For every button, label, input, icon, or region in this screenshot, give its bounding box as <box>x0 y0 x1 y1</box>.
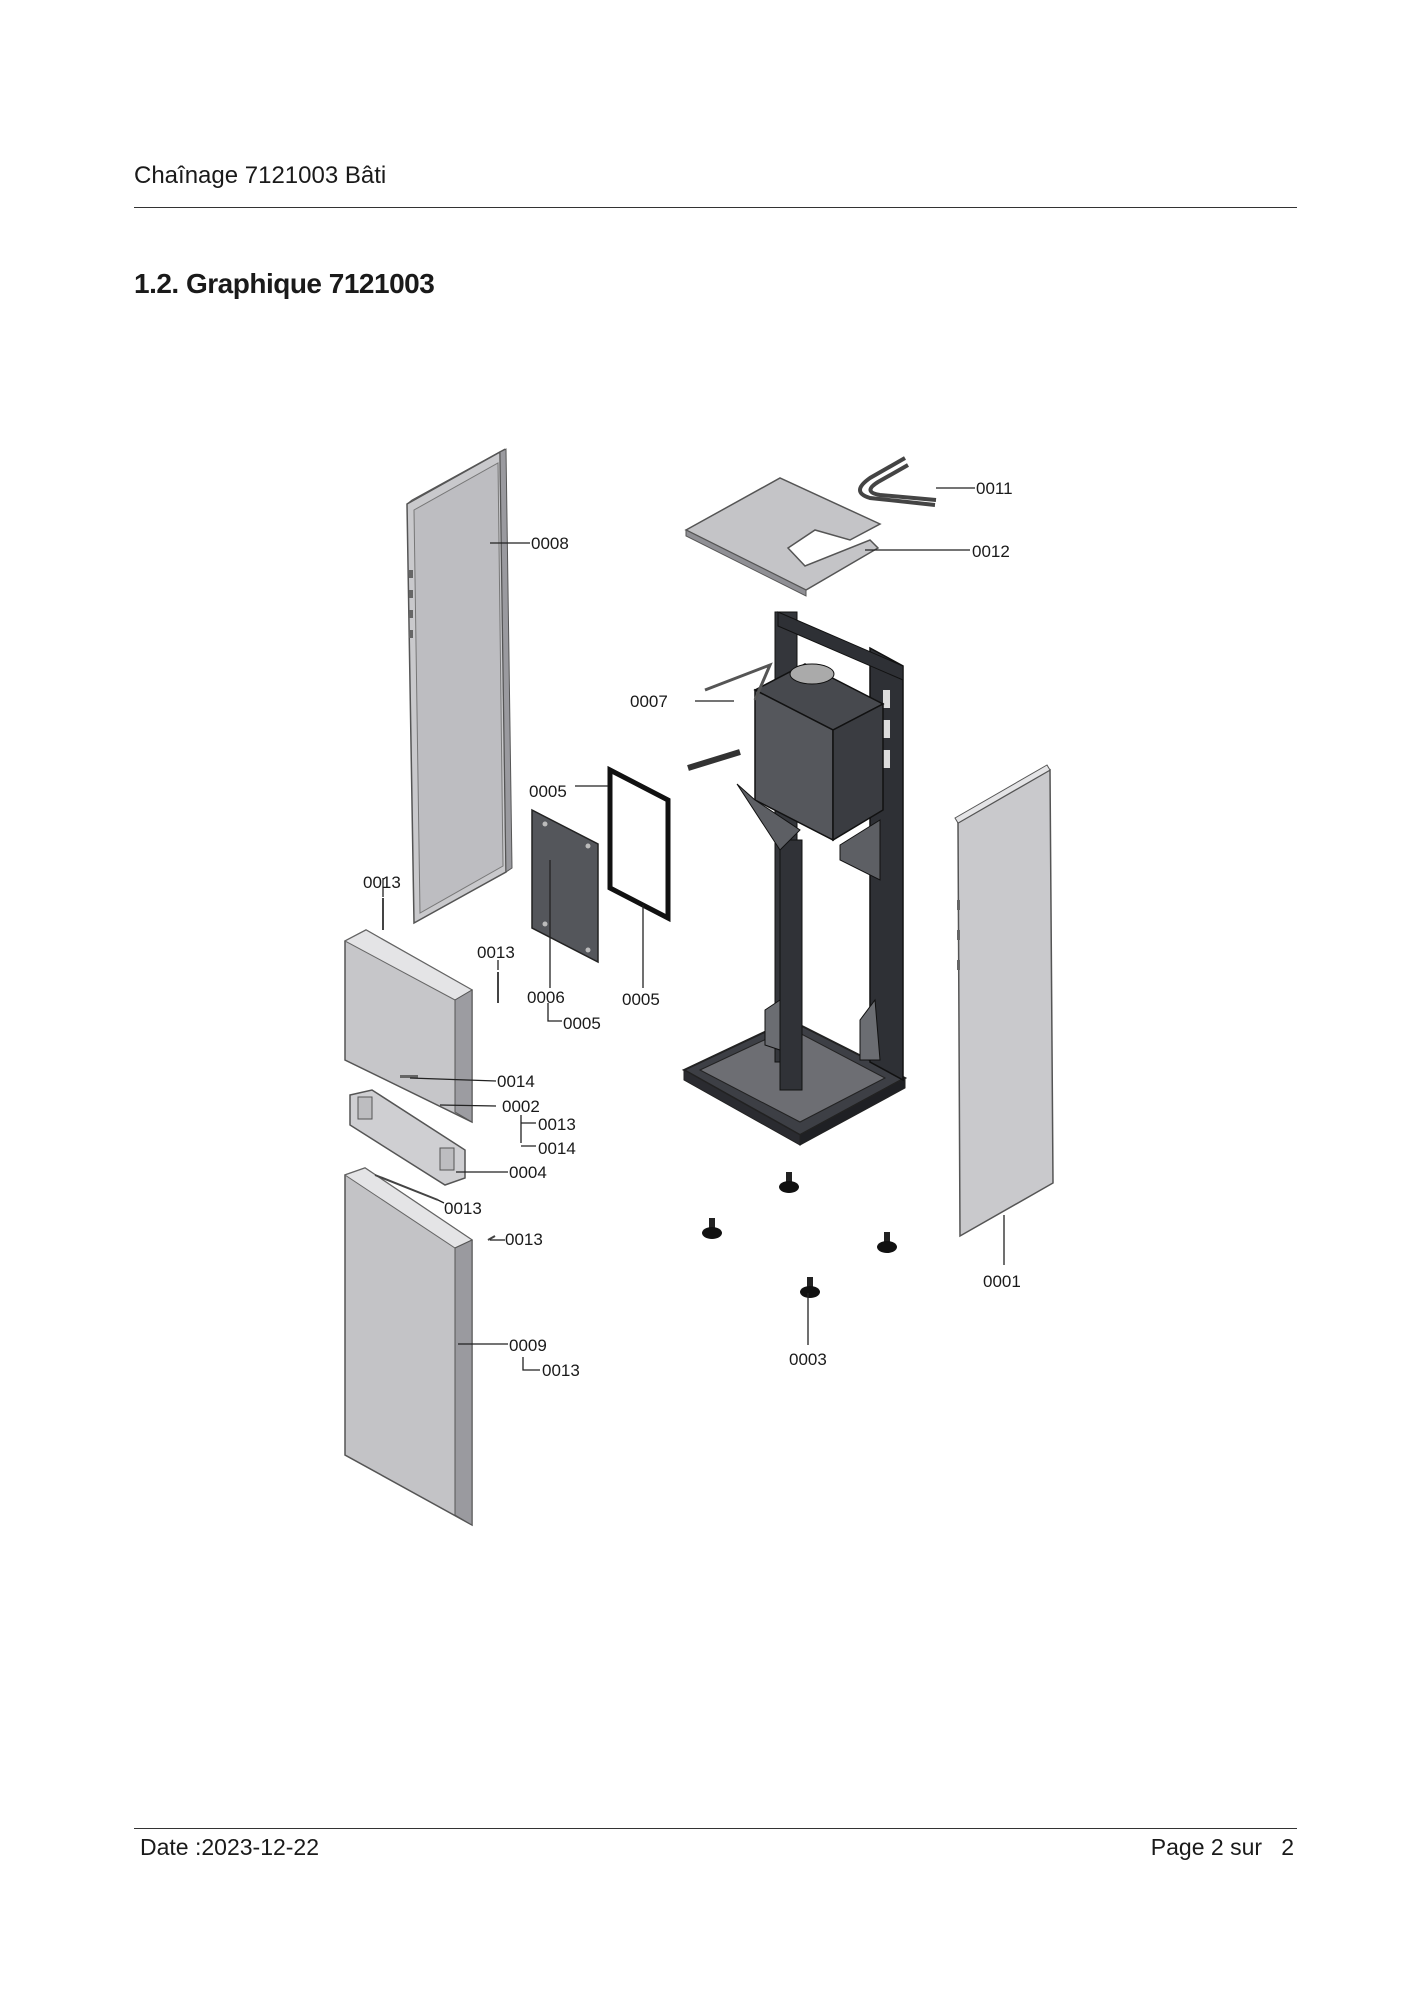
part-0006-access-plate <box>531 808 599 964</box>
part-0011-handle <box>858 456 937 507</box>
callout-0014-b: 0014 <box>538 1139 576 1158</box>
part-0009-lower-door <box>343 1167 474 1527</box>
section-title: 1.2. Graphique 7121003 <box>134 268 435 299</box>
footer-date: Date :2023-12-22 <box>140 1834 320 1860</box>
callout-0006: 0006 <box>527 988 565 1007</box>
callout-0008: 0008 <box>531 534 569 553</box>
header-divider <box>134 207 1297 208</box>
screws-0013 <box>374 898 499 1241</box>
part-0004-bracket <box>349 1089 466 1186</box>
document-header-title: Chaînage 7121003 Bâti <box>134 162 387 189</box>
chassis-frame <box>681 611 908 1146</box>
part-0001-right-panel <box>954 764 1054 1238</box>
callout-0013-d: 0013 <box>444 1199 482 1218</box>
part-0003-feet <box>702 1172 897 1298</box>
leader-lines <box>382 487 1005 1371</box>
callout-0004: 0004 <box>509 1163 547 1182</box>
callout-0013-b: 0013 <box>477 943 515 962</box>
callout-0013-f: 0013 <box>542 1361 580 1380</box>
callout-0005-top: 0005 <box>529 782 567 801</box>
footer-page-number: Page 2 sur 2 <box>1150 1834 1294 1860</box>
callout-0013-a: 0013 <box>363 873 401 892</box>
callout-0002: 0002 <box>502 1097 540 1116</box>
callout-0013-e: 0013 <box>505 1230 543 1249</box>
callout-0003: 0003 <box>789 1350 827 1369</box>
callout-0013-c: 0013 <box>538 1115 576 1134</box>
callout-0009: 0009 <box>509 1336 547 1355</box>
callout-0001: 0001 <box>983 1272 1021 1291</box>
part-0008-side-panel <box>406 448 513 925</box>
part-0012-top-cover <box>684 477 882 597</box>
footer-divider <box>134 1828 1297 1829</box>
callout-0005-frame: 0005 <box>622 990 660 1009</box>
callout-0005-sub: 0005 <box>563 1014 601 1033</box>
part-0002-middle-panel <box>343 929 474 1124</box>
callout-0011: 0011 <box>976 479 1013 498</box>
callout-0007: 0007 <box>630 692 668 711</box>
callout-0012: 0012 <box>972 542 1010 561</box>
part-0005-gasket-frame <box>607 765 671 923</box>
callout-0014-a: 0014 <box>497 1072 535 1091</box>
